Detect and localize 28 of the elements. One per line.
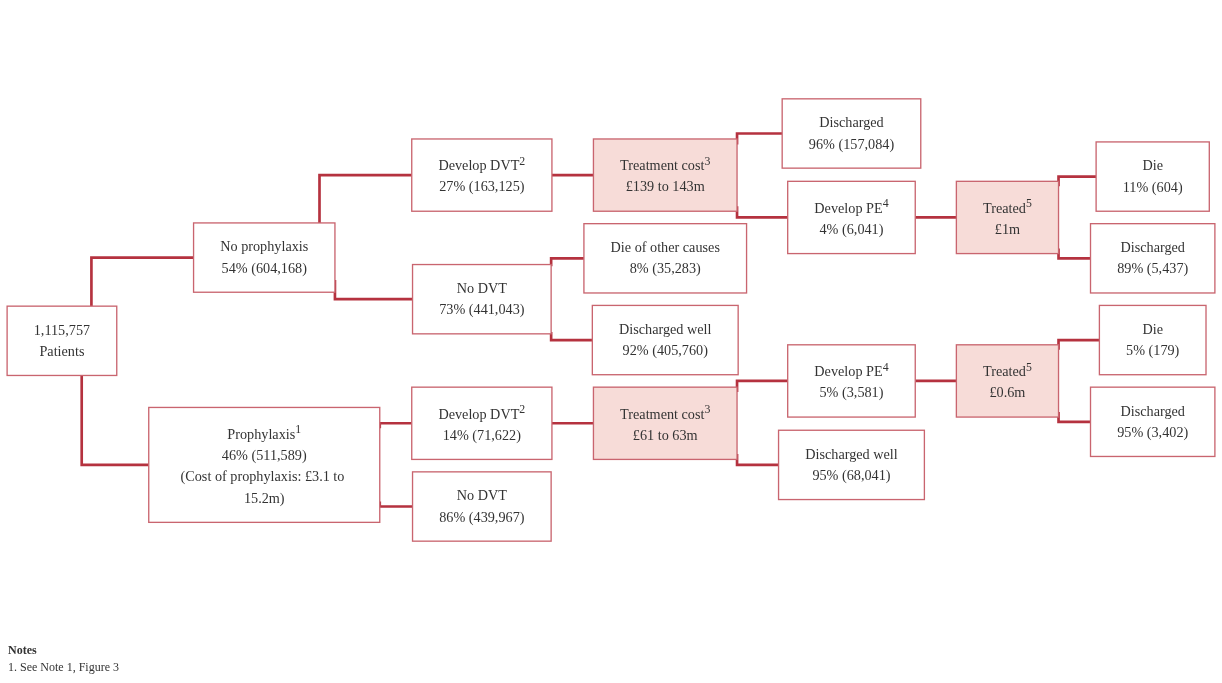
- node-box: Develop PE$^{4}$ 5% (3,581): [787, 344, 916, 418]
- node-box: Discharged 95% (3,402): [1089, 386, 1216, 458]
- node-box: Discharged 89% (5,437): [1089, 223, 1216, 294]
- notes-heading: Notes: [8, 642, 38, 659]
- node-box: Discharged 96% (157,084): [781, 98, 922, 169]
- node-box: No DVT 73% (441,043): [411, 263, 552, 335]
- connector: [80, 375, 149, 467]
- node-box: Discharged well 92% (405,760): [591, 304, 739, 376]
- node-box: Develop PE$^{4}$ 4% (6,041): [787, 180, 916, 255]
- footnote: 1. See Note 1, Figure 3: [8, 659, 119, 676]
- node-box: No DVT 86% (439,967): [411, 471, 552, 542]
- connector: [549, 257, 584, 267]
- connector: [318, 173, 412, 223]
- node-box: Prophylaxis$^{1}$ 46% (511,589) (Cost of prophylaxis: £3.1 to 15.2m): [148, 406, 381, 524]
- node-box: Treated$^{5}$ £1m: [955, 180, 1060, 255]
- node-box: Develop DVT$^{2}$ 14% (71,622): [411, 386, 553, 461]
- node-box: 1,115,757 Patients: [6, 305, 118, 377]
- node-box: Die of other causes 8% (35,283): [583, 223, 748, 294]
- connector: [549, 332, 593, 342]
- node-box: Die 11% (604): [1095, 141, 1210, 212]
- node-box: No prophylaxis 54% (604,168): [192, 222, 336, 293]
- node-box: Treatment cost$^{3}$ £139 to 143m: [592, 138, 738, 212]
- node-box: Treatment cost$^{3}$ £61 to 63m: [592, 386, 738, 461]
- node-box: Die 5% (179): [1098, 304, 1207, 376]
- node-box: Develop DVT$^{2}$ 27% (163,125): [411, 138, 553, 212]
- node-box: Discharged well 95% (68,041): [777, 429, 926, 501]
- connector: [90, 256, 194, 307]
- node-box: Treated$^{5}$ £0.6m: [955, 344, 1060, 418]
